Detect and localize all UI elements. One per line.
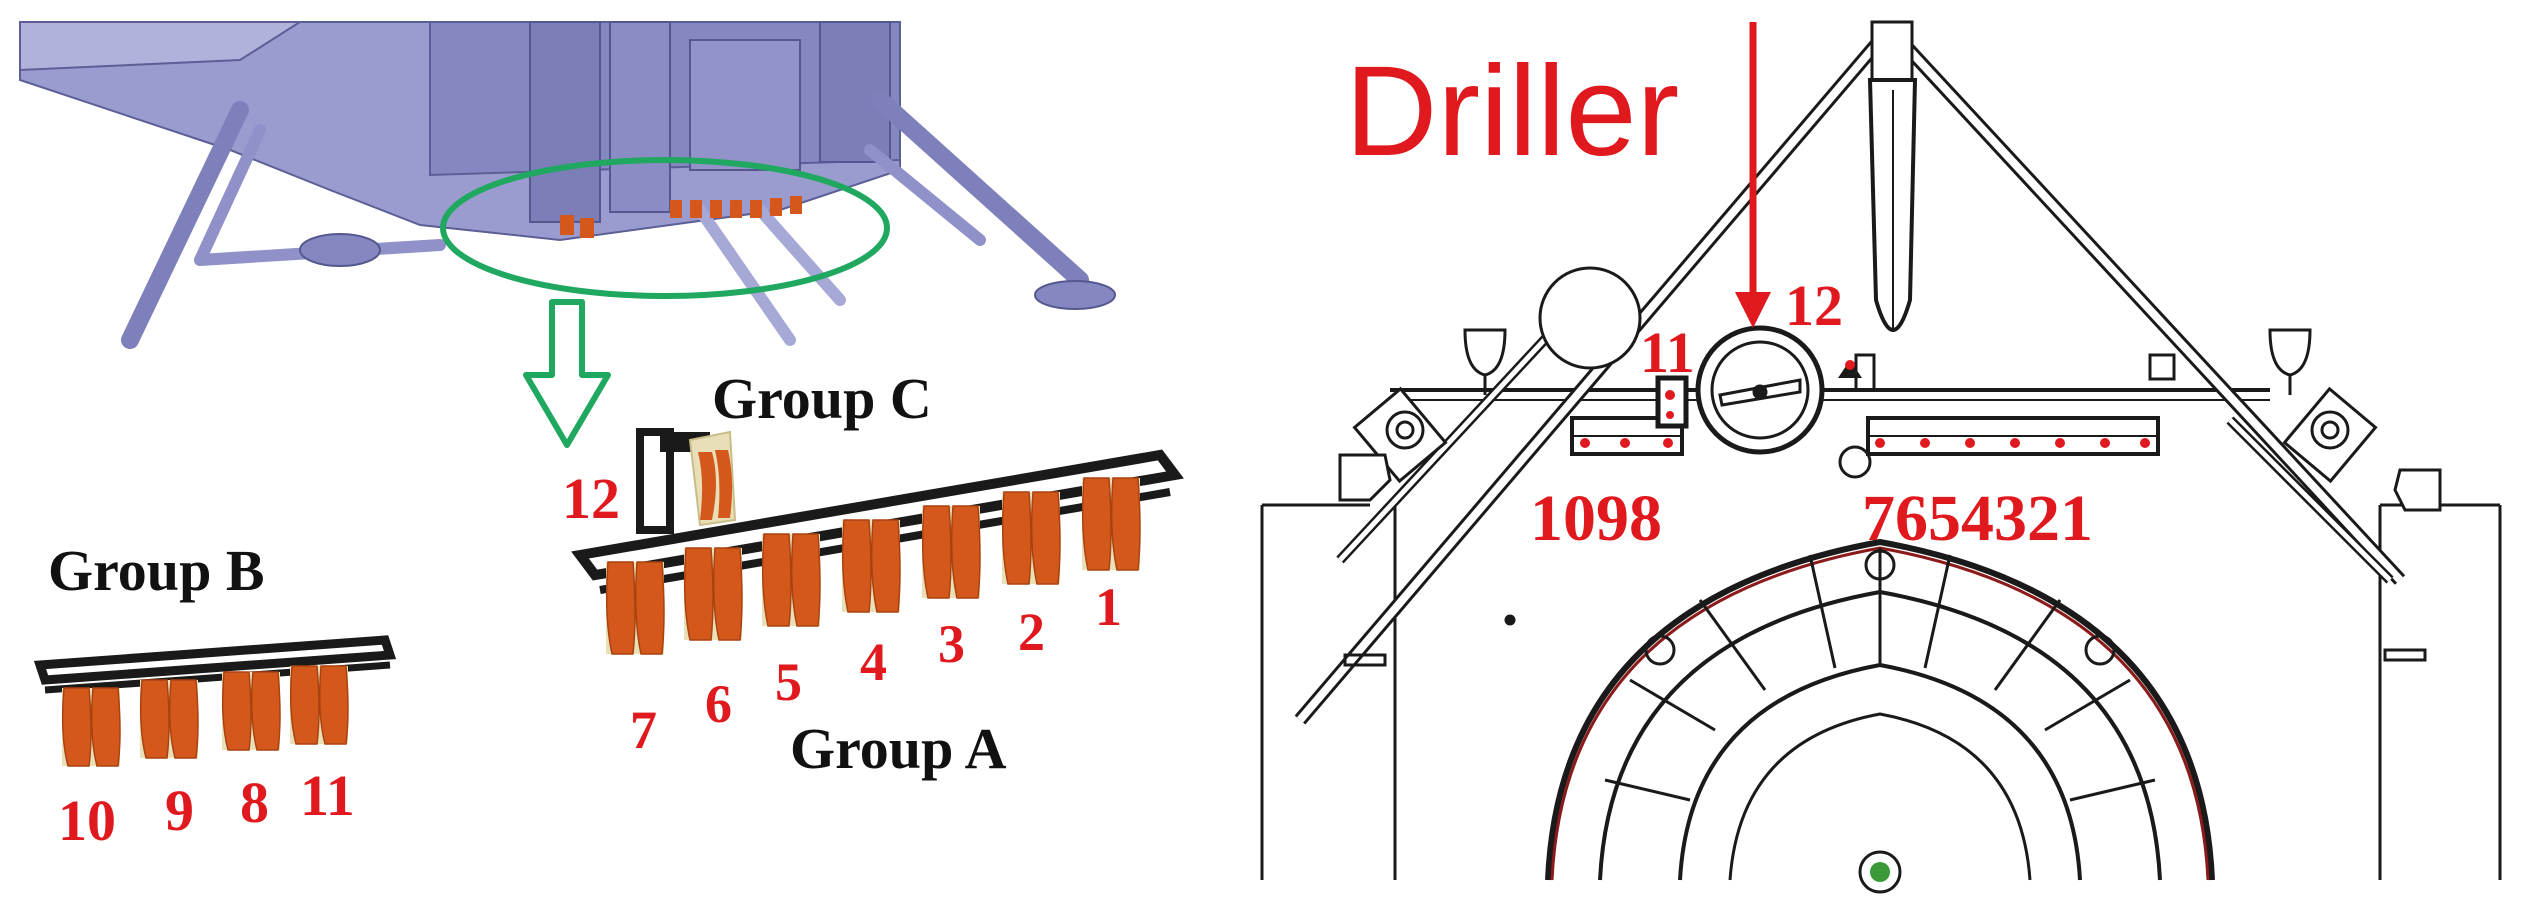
group-c-label: Group C: [712, 366, 932, 431]
highlight-ellipse: [440, 157, 890, 299]
group-a-number: 4: [860, 632, 887, 692]
group-c-number: 12: [562, 466, 620, 531]
sampler-unit: [1001, 491, 1061, 585]
group-b-number: 9: [165, 778, 194, 843]
sampler-unit: [841, 519, 901, 613]
group-b-assembly: [33, 635, 397, 767]
right-sample-row: [1866, 416, 2160, 456]
sampler-unit: [605, 561, 665, 655]
driller-label: Driller: [1345, 40, 1679, 183]
left-row-numbers: 1098: [1530, 482, 1662, 555]
group-a-number: 7: [630, 700, 657, 760]
sampler-unit: [139, 679, 199, 759]
group-a-assembly: [571, 449, 1184, 655]
group-b-number: 10: [58, 788, 116, 853]
sampler-unit: [1081, 477, 1141, 571]
group-b-number: 8: [240, 770, 269, 835]
group-b-label: Group B: [48, 538, 265, 603]
sampler-unit: [761, 533, 821, 627]
sample-12-unit: [1838, 360, 1862, 378]
group-a-number: 1: [1095, 577, 1122, 637]
driller-arrowhead-icon: [1735, 292, 1771, 328]
sample-11-unit: [1655, 375, 1689, 429]
sampler-unit: [683, 547, 743, 641]
group-a-number: 3: [938, 614, 965, 674]
group-a-number: 2: [1018, 602, 1045, 662]
sampler-unit: [921, 505, 981, 599]
technical-drawing: [1260, 20, 2502, 894]
lander-illustration: [19, 21, 1116, 349]
group-c-assembly: [636, 428, 737, 534]
right-row-numbers: 7654321: [1862, 482, 2093, 555]
sampler-unit: [61, 687, 121, 767]
group-a-number: 6: [705, 674, 732, 734]
sampler-unit: [289, 665, 349, 745]
group-b-number: 11: [300, 763, 355, 828]
group-a-label: Group A: [790, 716, 1007, 781]
group-a-number: 5: [775, 652, 802, 712]
down-arrow-icon: [523, 299, 611, 448]
sampler-unit: [221, 671, 281, 751]
label-11-right: 11: [1640, 320, 1695, 385]
label-12-right: 12: [1785, 273, 1843, 338]
